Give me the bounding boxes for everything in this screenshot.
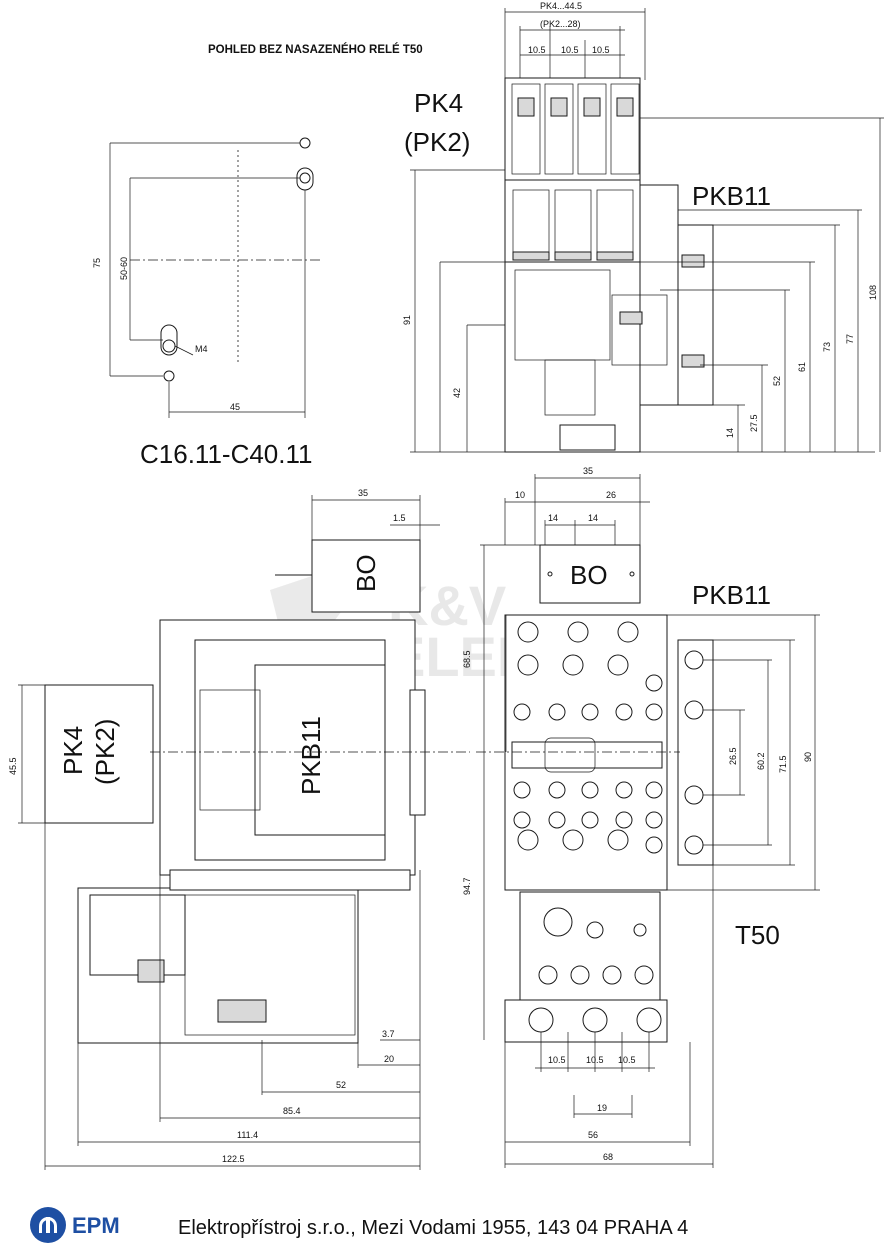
- dim-35-side: 35: [358, 488, 368, 498]
- dim-61: 61: [797, 362, 807, 372]
- dim-27-5: 27.5: [749, 414, 759, 432]
- dim-90: 90: [803, 752, 813, 762]
- logo-text: EPM: [72, 1213, 120, 1238]
- dim-14b: 14: [588, 513, 598, 523]
- view-caption: POHLED BEZ NASAZENÉHO RELÉ T50: [208, 43, 423, 56]
- dim-26-5: 26.5: [728, 747, 738, 765]
- dim-75: 75: [92, 258, 102, 268]
- dim-50-60: 50-60: [119, 257, 129, 280]
- dim-m4: M4: [195, 344, 208, 354]
- dim-bottom-10-5-c: 10.5: [618, 1055, 636, 1065]
- dim-45-mount: 45: [230, 402, 240, 412]
- label-pkb11-side: PKB11: [296, 716, 326, 795]
- dim-68: 68: [603, 1152, 613, 1162]
- dim-68-5: 68.5: [462, 650, 472, 668]
- dim-73: 73: [822, 342, 832, 352]
- company-address: Elektropřístroj s.r.o., Mezi Vodami 1955…: [178, 1217, 689, 1239]
- dim-pk4-44-5: PK4...44.5: [540, 1, 582, 11]
- epm-logo-icon: [30, 1207, 66, 1243]
- dim-1-5: 1.5: [393, 513, 406, 523]
- dim-45-5: 45.5: [8, 757, 18, 775]
- label-bo-side: BO: [351, 554, 381, 592]
- label-pkb11-top: PKB11: [692, 181, 771, 211]
- label-pk4-top: PK4: [414, 88, 463, 118]
- dim-10-front: 10: [515, 490, 525, 500]
- dim-26-front: 26: [606, 490, 616, 500]
- dim-56: 56: [588, 1130, 598, 1140]
- dim-85-4: 85.4: [283, 1106, 301, 1116]
- dim-77: 77: [845, 334, 855, 344]
- dim-14a: 14: [548, 513, 558, 523]
- dim-20: 20: [384, 1054, 394, 1064]
- dim-52-top: 52: [772, 376, 782, 386]
- label-pk2-side: (PK2): [90, 719, 120, 785]
- dim-111-4: 111.4: [237, 1130, 258, 1140]
- dim-pk2-28: (PK2...28): [540, 19, 581, 29]
- dim-91: 91: [402, 315, 412, 325]
- dim-35-front: 35: [583, 466, 593, 476]
- dim-42: 42: [452, 388, 462, 398]
- dim-52-side: 52: [336, 1080, 346, 1090]
- dim-94-7: 94.7: [462, 877, 472, 895]
- dim-14: 14: [725, 428, 735, 438]
- dim-bottom-10-5-a: 10.5: [548, 1055, 566, 1065]
- dim-top-10-5-a: 10.5: [528, 45, 546, 55]
- top-side-view: PK4...44.5 (PK2...28) 10.5 10.5 10.5: [402, 1, 884, 453]
- label-pk4-side: PK4: [58, 726, 88, 775]
- dim-top-10-5-c: 10.5: [592, 45, 610, 55]
- label-pk2-top: (PK2): [404, 127, 470, 157]
- dim-19: 19: [597, 1103, 607, 1113]
- dim-122-5: 122.5: [222, 1154, 245, 1164]
- dim-bottom-10-5-b: 10.5: [586, 1055, 604, 1065]
- mounting-pattern: 75 50-60 M4 45: [92, 137, 320, 418]
- label-t50: T50: [735, 920, 780, 950]
- dim-71-5: 71.5: [778, 755, 788, 773]
- dim-60-2: 60.2: [756, 752, 766, 770]
- dim-3-7: 3.7: [382, 1029, 395, 1039]
- model-range-label: C16.11-C40.11: [140, 439, 312, 469]
- label-pkb11-front: PKB11: [692, 580, 771, 610]
- label-bo-front: BO: [570, 560, 608, 590]
- dim-top-10-5-b: 10.5: [561, 45, 579, 55]
- footer: EPM Elektropřístroj s.r.o., Mezi Vodami …: [30, 1205, 870, 1245]
- bottom-side-view: 35 1.5 BO PKB11 PK4 (PK2) 45.5: [8, 488, 470, 1170]
- dim-108: 108: [868, 285, 878, 300]
- front-view: 35 10 26 14 14 BO PKB11: [462, 466, 820, 1168]
